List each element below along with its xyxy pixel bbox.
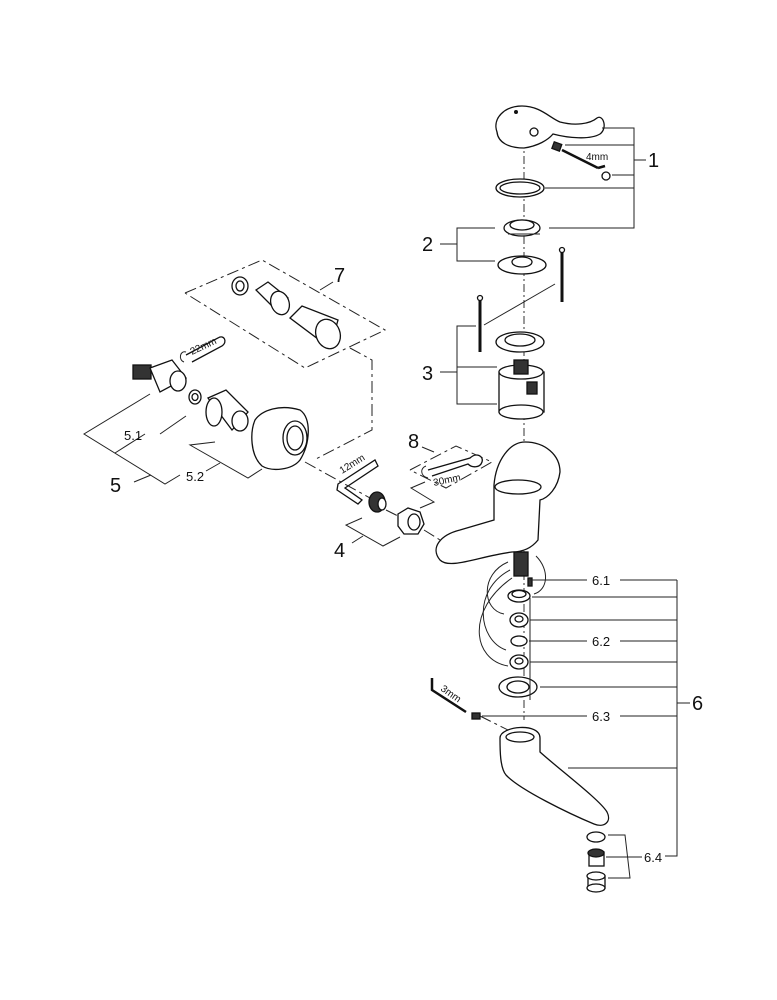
callout-1: 1 xyxy=(648,150,659,172)
connection-nipple xyxy=(368,491,387,513)
callout-4: 4 xyxy=(334,540,345,562)
callout-6-4: 6.4 xyxy=(644,850,662,865)
callout-6-3: 6.3 xyxy=(592,709,610,724)
hex-key-4mm xyxy=(561,148,606,170)
callout-5: 5 xyxy=(110,475,121,497)
callout-2: 2 xyxy=(422,234,433,256)
union-sleeve xyxy=(205,389,249,432)
spanner-22mm xyxy=(179,336,226,363)
group-8-box xyxy=(409,445,494,509)
mixer-body xyxy=(435,441,561,565)
extension-piece xyxy=(254,281,291,316)
bracket-6 xyxy=(482,579,690,879)
nut-a xyxy=(509,612,529,628)
eccentric-union xyxy=(132,359,187,393)
hex-key-12mm xyxy=(336,459,379,505)
aerator-insert xyxy=(587,848,605,867)
retaining-ring xyxy=(503,219,541,237)
union-washer xyxy=(188,389,202,405)
bracket-2 xyxy=(440,227,495,262)
hex-key-3mm xyxy=(430,678,467,714)
nut-b xyxy=(509,654,529,670)
spout xyxy=(499,726,610,826)
cap-plug xyxy=(601,171,611,181)
link-7 xyxy=(313,347,373,461)
set-screw xyxy=(471,712,481,720)
spanner-30mm xyxy=(421,454,483,479)
lever-handle xyxy=(495,105,605,149)
aerator-washer xyxy=(586,831,606,843)
callout-3: 3 xyxy=(422,363,433,385)
callout-5-2: 5.2 xyxy=(186,469,204,484)
bonnet-nut xyxy=(497,255,547,275)
callout-7: 7 xyxy=(334,265,345,287)
bracket-5 xyxy=(83,393,263,485)
grub-screw xyxy=(551,140,563,152)
group-7-box xyxy=(184,259,387,369)
bracket-4 xyxy=(344,517,401,547)
body-spindle xyxy=(478,551,546,667)
callout-6-2: 6.2 xyxy=(592,634,610,649)
callout-6: 6 xyxy=(692,693,703,715)
flat-washer xyxy=(498,676,538,698)
union-nut xyxy=(397,507,425,535)
callout-5-1: 5.1 xyxy=(124,428,142,443)
cartridge-plate xyxy=(495,331,545,353)
extension-washer xyxy=(231,276,249,296)
o-ring xyxy=(510,635,528,647)
bracket-1 xyxy=(545,127,646,229)
aerator-housing xyxy=(586,871,606,893)
pin xyxy=(527,577,533,587)
cartridge-screws xyxy=(476,246,566,352)
callout-6-1: 6.1 xyxy=(592,573,610,588)
cartridge xyxy=(498,359,545,420)
escutcheon-cover xyxy=(251,406,309,471)
bracket-3 xyxy=(440,325,497,405)
top-ring xyxy=(507,589,531,603)
callout-8: 8 xyxy=(408,431,419,453)
extension-sleeve xyxy=(289,305,342,350)
tool-label-4mm: 4mm xyxy=(586,152,608,163)
